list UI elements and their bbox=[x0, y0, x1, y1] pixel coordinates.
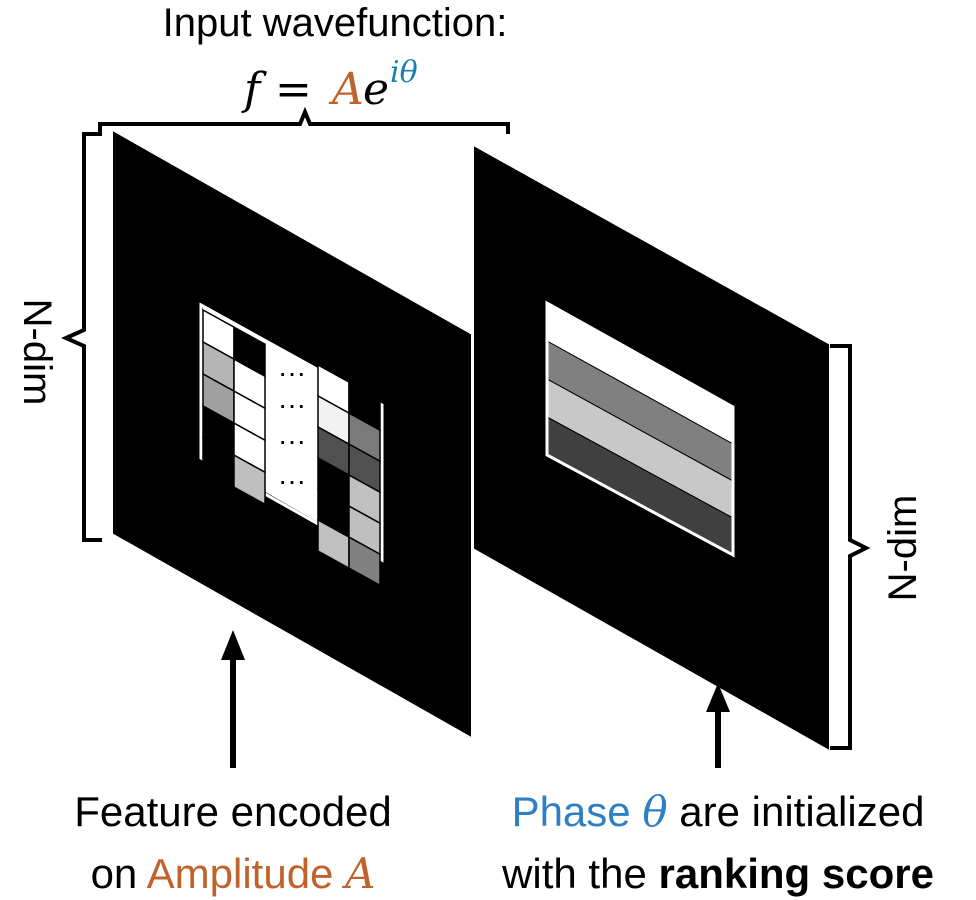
phase-frame bbox=[545, 300, 735, 558]
arrow-left bbox=[221, 630, 245, 768]
equation-phase-exponent: iθ bbox=[390, 55, 418, 90]
caption-right-rest: are initialized bbox=[668, 788, 925, 835]
amplitude-left-cell bbox=[233, 453, 266, 506]
caption-right-phase: Phase bbox=[512, 788, 643, 835]
equation-exponential-base: e bbox=[363, 64, 389, 115]
amplitude-grid bbox=[202, 307, 381, 587]
title: Input wavefunction: bbox=[163, 1, 508, 45]
left-brace bbox=[61, 132, 102, 542]
caption-left: Feature encoded on Amplitude A bbox=[74, 788, 392, 898]
caption-right-prefix: with the bbox=[501, 850, 658, 897]
amplitude-right-cell bbox=[348, 535, 381, 587]
equation-amplitude: A bbox=[328, 64, 364, 115]
caption-left-line1: Feature encoded bbox=[74, 788, 392, 835]
top-brace bbox=[98, 106, 510, 134]
right-brace bbox=[830, 344, 871, 750]
caption-right-line2: with the ranking score bbox=[501, 850, 934, 897]
dim-label-right: N-dim bbox=[881, 495, 925, 602]
caption-right-line1: Phase θ are initialized bbox=[512, 787, 925, 836]
arrow-right bbox=[706, 683, 730, 768]
equation: f = A e iθ bbox=[241, 55, 418, 115]
equation-equals: = bbox=[275, 64, 312, 115]
caption-left-line2: on Amplitude A bbox=[91, 849, 376, 898]
ellipsis-3: ··· bbox=[278, 425, 306, 456]
caption-right-bold: ranking score bbox=[658, 850, 933, 897]
caption-left-amplitude: Amplitude bbox=[147, 850, 345, 897]
equation-lhs: f bbox=[241, 64, 267, 115]
ellipsis-1: ··· bbox=[278, 357, 306, 388]
phase-panel bbox=[474, 146, 829, 750]
caption-left-prefix: on bbox=[91, 850, 147, 897]
caption-left-amplitude-var: A bbox=[341, 849, 375, 898]
amplitude-ellipsis-group: ··· ··· ··· ··· bbox=[278, 357, 306, 496]
ellipsis-2: ··· bbox=[278, 389, 306, 420]
amplitude-panel: ··· ··· ··· ··· bbox=[113, 131, 471, 737]
dim-label-left: N-dim bbox=[15, 299, 59, 406]
caption-right: Phase θ are initialized with the ranking… bbox=[501, 787, 934, 897]
ellipsis-4: ··· bbox=[278, 465, 306, 496]
caption-right-phase-var: θ bbox=[642, 787, 667, 836]
phase-bands bbox=[546, 302, 734, 556]
